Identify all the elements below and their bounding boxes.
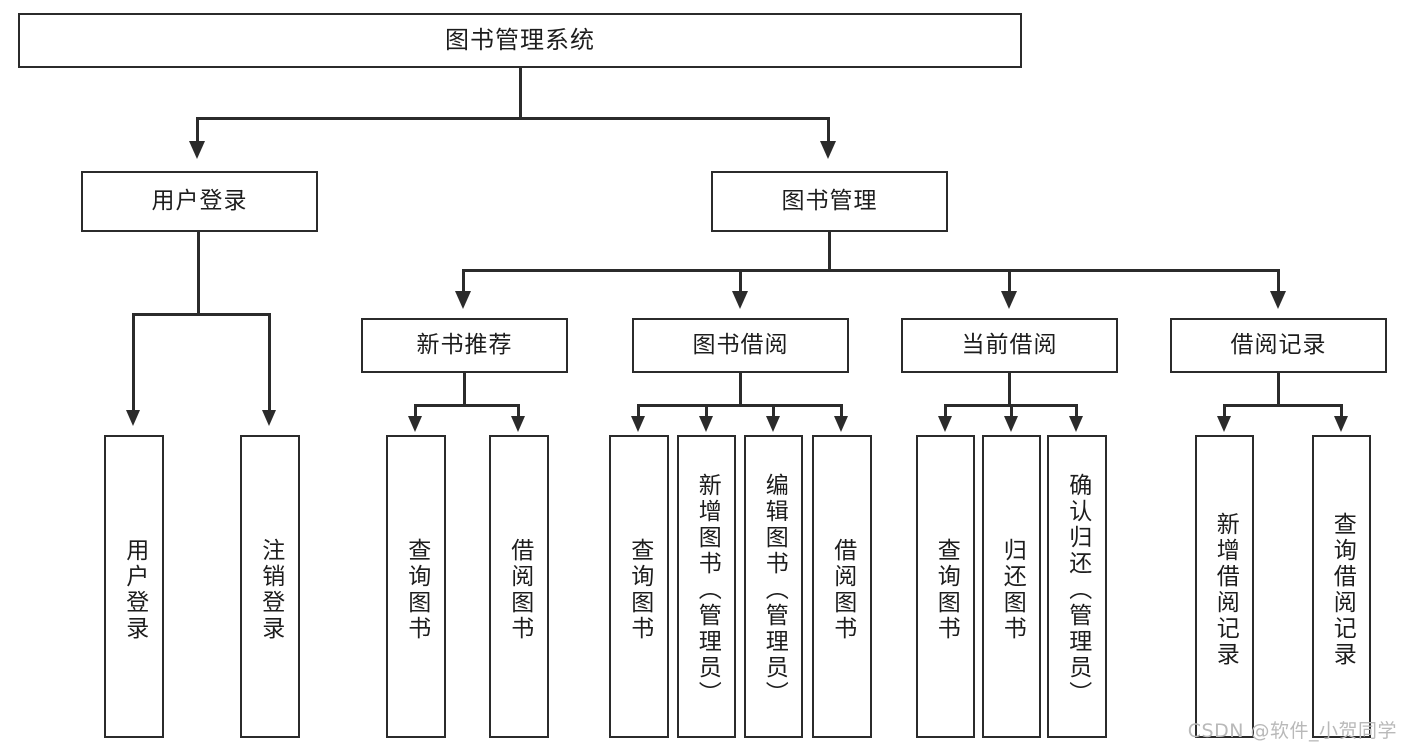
connector-drop-borrow-record: [1277, 269, 1280, 293]
connector-drop-bb-borrow: [840, 404, 843, 418]
arrowhead-book-manage: [820, 141, 836, 159]
node-label: 确认归还（管理员）: [1064, 472, 1091, 707]
node-current-borrow[interactable]: 当前借阅: [901, 318, 1118, 373]
leaf-logout[interactable]: 注销登录: [240, 435, 300, 738]
arrowhead-cb-query: [938, 416, 952, 432]
node-label: 新增借阅记录: [1212, 511, 1239, 668]
connector-drop-cb-return: [1010, 404, 1013, 418]
leaf-newbook-query-book[interactable]: 查询图书: [386, 435, 446, 738]
arrowhead-bb-borrow: [834, 416, 848, 432]
node-label: 用户登录: [121, 537, 148, 642]
connector-borrow-record-bar: [1223, 404, 1343, 407]
arrowhead-br-query: [1334, 416, 1348, 432]
connector-drop-book-borrow: [739, 269, 742, 293]
leaf-currentborrow-confirm-return[interactable]: 确认归还（管理员）: [1047, 435, 1107, 738]
arrowhead-br-add: [1217, 416, 1231, 432]
node-label: 借阅图书: [506, 537, 533, 642]
connector-drop-bb-add: [705, 404, 708, 418]
node-label: 查询图书: [403, 537, 430, 642]
node-label: 归还图书: [999, 537, 1026, 642]
leaf-borrowrecord-query-record[interactable]: 查询借阅记录: [1312, 435, 1371, 738]
node-borrow-record[interactable]: 借阅记录: [1170, 318, 1387, 373]
connector-book-manage-bar: [462, 269, 1280, 272]
connector-drop-cb-query: [944, 404, 947, 418]
connector-new-book-stem: [463, 373, 466, 405]
connector-user-login-bar: [132, 313, 270, 316]
arrowhead-cb-confirm: [1069, 416, 1083, 432]
arrowhead-leaf-user-login: [126, 410, 140, 426]
node-label: 借阅记录: [1230, 331, 1327, 358]
leaf-newbook-borrow-book[interactable]: 借阅图书: [489, 435, 549, 738]
arrowhead-new-book: [455, 291, 471, 309]
node-label: 编辑图书（管理员）: [761, 472, 788, 707]
arrowhead-user-login: [189, 141, 205, 159]
arrowhead-nb-query: [408, 416, 422, 432]
node-new-book-recommend[interactable]: 新书推荐: [361, 318, 568, 373]
node-label: 图书管理系统: [445, 26, 595, 55]
node-label: 当前借阅: [961, 331, 1058, 358]
node-label: 用户登录: [151, 187, 248, 214]
connector-drop-leaf-logout: [268, 313, 271, 412]
node-label: 图书借阅: [692, 331, 789, 358]
connector-drop-leaf-user-login: [132, 313, 135, 412]
leaf-currentborrow-query-book[interactable]: 查询图书: [916, 435, 975, 738]
arrowhead-nb-borrow: [511, 416, 525, 432]
connector-book-borrow-bar: [637, 404, 843, 407]
node-label: 查询图书: [626, 537, 653, 642]
node-label: 查询图书: [933, 537, 960, 642]
connector-drop-bb-query: [637, 404, 640, 418]
connector-book-manage-stem: [828, 232, 831, 270]
leaf-bookborrow-add-book[interactable]: 新增图书（管理员）: [677, 435, 736, 738]
leaf-bookborrow-edit-book[interactable]: 编辑图书（管理员）: [744, 435, 803, 738]
node-book-borrow[interactable]: 图书借阅: [632, 318, 849, 373]
arrowhead-bb-add: [699, 416, 713, 432]
node-label: 新书推荐: [416, 331, 513, 358]
node-label: 图书管理: [781, 187, 878, 214]
node-label: 新增图书（管理员）: [694, 472, 721, 707]
connector-drop-user-login: [196, 117, 199, 143]
node-book-management[interactable]: 图书管理: [711, 171, 948, 232]
node-label: 注销登录: [257, 537, 284, 642]
connector-drop-nb-query: [414, 404, 417, 418]
leaf-user-login[interactable]: 用户登录: [104, 435, 164, 738]
arrowhead-bb-edit: [766, 416, 780, 432]
leaf-bookborrow-borrow-book[interactable]: 借阅图书: [812, 435, 872, 738]
connector-user-login-stem: [197, 232, 200, 314]
node-label: 查询借阅记录: [1329, 511, 1356, 668]
connector-drop-book-manage: [827, 117, 830, 143]
csdn-watermark: CSDN @软件_小贺同学: [1187, 720, 1397, 742]
node-root-system[interactable]: 图书管理系统: [18, 13, 1022, 68]
connector-drop-br-query: [1340, 404, 1343, 418]
connector-book-borrow-stem: [739, 373, 742, 405]
arrowhead-bb-query: [631, 416, 645, 432]
arrowhead-current-borrow: [1001, 291, 1017, 309]
connector-level1-bar: [196, 117, 830, 120]
arrowhead-cb-return: [1004, 416, 1018, 432]
connector-drop-nb-borrow: [517, 404, 520, 418]
connector-drop-bb-edit: [772, 404, 775, 418]
connector-borrow-record-stem: [1277, 373, 1280, 405]
arrowhead-book-borrow: [732, 291, 748, 309]
connector-drop-br-add: [1223, 404, 1226, 418]
arrowhead-borrow-record: [1270, 291, 1286, 309]
leaf-bookborrow-query-book[interactable]: 查询图书: [609, 435, 669, 738]
connector-root-stem: [519, 68, 522, 117]
connector-drop-cb-confirm: [1075, 404, 1078, 418]
connector-drop-new-book: [462, 269, 465, 293]
node-label: 借阅图书: [829, 537, 856, 642]
leaf-currentborrow-return-book[interactable]: 归还图书: [982, 435, 1041, 738]
leaf-borrowrecord-add-record[interactable]: 新增借阅记录: [1195, 435, 1254, 738]
arrowhead-leaf-logout: [262, 410, 276, 426]
connector-current-borrow-stem: [1008, 373, 1011, 405]
connector-drop-current-borrow: [1008, 269, 1011, 293]
node-user-login[interactable]: 用户登录: [81, 171, 318, 232]
connector-new-book-bar: [414, 404, 520, 407]
